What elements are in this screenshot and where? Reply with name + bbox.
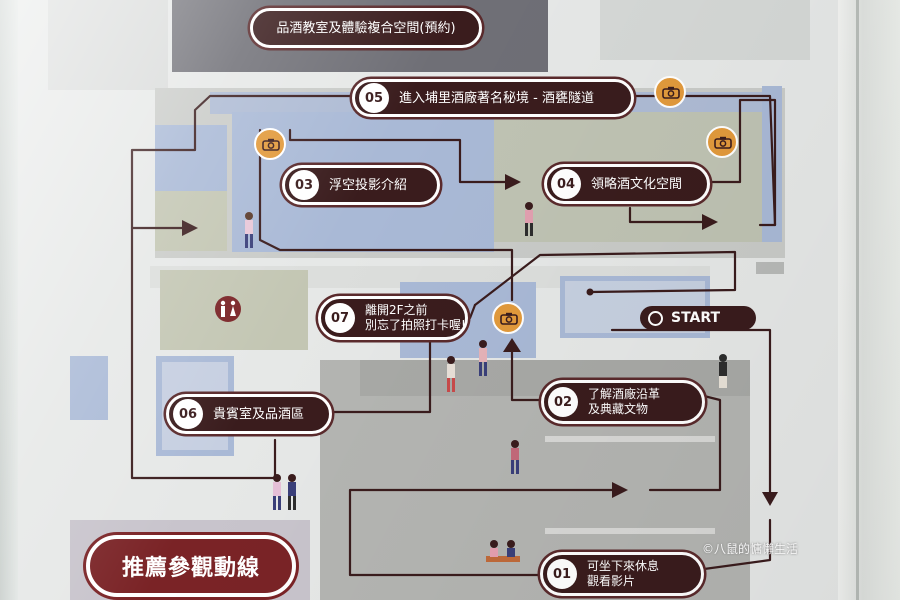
- stop-label: 浮空投影介紹: [329, 177, 408, 193]
- stop-label-line1: 了解酒廠沿革: [588, 387, 661, 401]
- stop-number: 04: [551, 169, 581, 199]
- stop-07: 07 離開2F之前 別忘了拍照打卡喔!: [318, 296, 468, 340]
- restroom-icon: [215, 296, 241, 322]
- stop-06: 06 貴賓室及品酒區: [166, 394, 332, 434]
- stop-02: 02 了解酒廠沿革 及典藏文物: [541, 380, 705, 424]
- person-icon: [511, 440, 519, 474]
- stop-label-line2: 及典藏文物: [588, 402, 649, 416]
- stop-label-line1: 可坐下來休息: [587, 559, 660, 573]
- person-icon: [245, 212, 253, 248]
- person-icon: [479, 340, 487, 376]
- stop-04: 04 領略酒文化空間: [544, 164, 710, 204]
- camera-icon: [254, 128, 286, 160]
- seated-visitors-icon: [486, 540, 520, 562]
- stop-05: 05 進入埔里酒廠著名秘境 - 酒甕隧道: [352, 79, 634, 117]
- stop-label-line1: 離開2F之前: [365, 303, 428, 317]
- start-marker: START: [640, 306, 756, 330]
- legend-title: 推薦參觀動線: [86, 535, 296, 597]
- stop-number: 03: [289, 170, 319, 200]
- stop-label: 離開2F之前 別忘了拍照打卡喔!: [365, 303, 466, 333]
- camera-icon: [492, 302, 524, 334]
- person-icon: [525, 202, 533, 236]
- stop-label-line2: 別忘了拍照打卡喔!: [365, 318, 466, 332]
- stop-label: 領略酒文化空間: [591, 176, 683, 192]
- camera-icon: [706, 126, 738, 158]
- stop-tasting-classroom: 品酒教室及體驗複合空間(預約): [250, 8, 482, 48]
- stop-number: 02: [548, 387, 578, 417]
- stop-number: 07: [325, 303, 355, 333]
- stop-number: 01: [547, 559, 577, 589]
- person-icon: [273, 474, 296, 510]
- stop-label: 貴賓室及品酒區: [213, 406, 305, 422]
- start-label: START: [671, 310, 721, 326]
- stop-label: 了解酒廠沿革 及典藏文物: [588, 387, 660, 417]
- stop-label: 進入埔里酒廠著名秘境 - 酒甕隧道: [399, 90, 594, 106]
- stop-label-line2: 觀看影片: [587, 574, 636, 588]
- frame-right: [838, 0, 900, 600]
- stop-number: 05: [359, 83, 389, 113]
- frame-left: [0, 0, 18, 600]
- stop-number: 06: [173, 399, 203, 429]
- person-icon: [719, 354, 727, 388]
- stop-label: 品酒教室及體驗複合空間(預約): [276, 20, 456, 36]
- stop-03: 03 浮空投影介紹: [282, 165, 440, 205]
- stop-01: 01 可坐下來休息 觀看影片: [540, 552, 704, 596]
- watermark-credit: ©八鼠的慵懶生活: [702, 542, 799, 556]
- camera-icon: [654, 76, 686, 108]
- stop-label: 可坐下來休息 觀看影片: [587, 559, 659, 589]
- person-icon: [447, 356, 455, 392]
- start-circle-icon: [648, 310, 663, 326]
